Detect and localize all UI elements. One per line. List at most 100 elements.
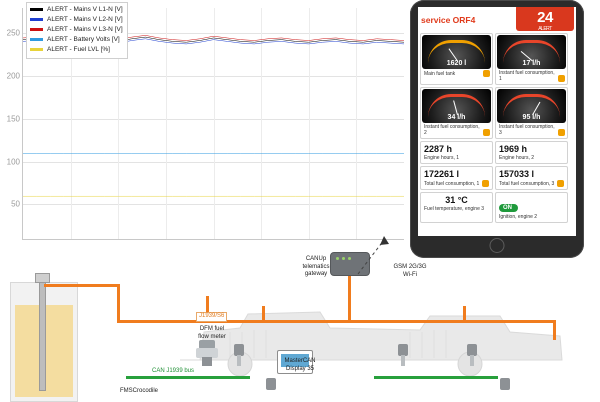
value-caption: Total fuel consumption, 3: [499, 181, 555, 187]
gauge-tile[interactable]: 34 l/h Instant fuel consumption, 2: [420, 87, 493, 139]
gauge-caption: Instant fuel consumption, 3: [499, 124, 555, 136]
gauge-dial-icon: 34 l/h: [422, 89, 491, 123]
fuel-level-probe: [39, 277, 46, 391]
value-tile[interactable]: 172261 l Total fuel consumption, 1: [420, 166, 493, 190]
gridline-v3: [165, 8, 167, 239]
truck-silhouette: [180, 311, 563, 377]
temperature-caption-row: Fuel temperature, engine 3: [424, 206, 489, 212]
can-sensor: [232, 344, 246, 366]
gauge-dial-icon: 95 l/h: [497, 89, 566, 123]
value-number: 1969 h: [499, 144, 528, 154]
gauge-caption: Main fuel tank: [424, 71, 456, 77]
gateway-led-icon: [342, 257, 345, 260]
value-tile[interactable]: 157033 l Total fuel consumption, 3: [495, 166, 568, 190]
value-caption: Engine hours, 2: [499, 155, 535, 161]
chart-legend: ALERT - Mains V L1-N [V] ALERT - Mains V…: [26, 2, 128, 59]
gauge-value: 95 l/h: [522, 114, 541, 121]
clamp-body: [500, 378, 510, 390]
mastercan-label: MasterCAN Display 35: [284, 358, 316, 372]
bus-riser-far-right: [553, 320, 556, 340]
ignition-tile[interactable]: ON Ignition, engine 2: [495, 192, 568, 223]
gauge-tile[interactable]: 95 l/h Instant fuel consumption, 3: [495, 87, 568, 139]
value-number: 2287 h: [424, 144, 453, 154]
clamp-body: [266, 378, 276, 390]
y-tick-50: 50: [11, 199, 20, 209]
legend-swatch-icon: [30, 48, 43, 51]
gauge-tile[interactable]: 1620 l Main fuel tank: [420, 33, 493, 85]
j1939-s6-label: J1939/S6: [196, 312, 228, 322]
sensor-stem: [470, 355, 474, 366]
legend-swatch-icon: [30, 28, 43, 31]
value-caption-row: Engine hours, 2: [499, 155, 564, 161]
gridline-v4: [213, 8, 215, 239]
crocodile-clamp: [498, 378, 512, 400]
gauge-caption-row: Instant fuel consumption, 1: [497, 69, 566, 83]
legend-item: ALERT - Fuel LVL [%]: [30, 45, 123, 54]
legend-label: ALERT - Mains V L3-N [V]: [47, 26, 123, 33]
value-number: 172261 l: [424, 169, 460, 179]
chart-plot-area: 250 200 150 100 50: [7, 8, 404, 240]
gateway-label: CANUp telematics gateway: [302, 256, 330, 277]
dfm-fuel-flow-meter[interactable]: [196, 340, 218, 366]
probe-head-icon: [35, 273, 50, 283]
gauge-dial-icon: 17 l/h: [497, 35, 566, 69]
bus-segment-tank-top: [44, 284, 120, 287]
legend-item: ALERT - Mains V L2-N [V]: [30, 15, 123, 24]
ignition-state-badge: ON: [499, 204, 518, 212]
sensor-stem: [237, 355, 241, 366]
bus-riser-display: [262, 306, 265, 322]
value-tile[interactable]: 1969 h Engine hours, 2: [495, 141, 568, 164]
value-number: 157033 l: [499, 169, 535, 179]
display-screen: [281, 354, 309, 367]
gauge-caption: Instant fuel consumption, 1: [499, 70, 555, 82]
temperature-tile[interactable]: 31 °C Fuel temperature, engine 3: [420, 192, 493, 223]
dfm-label: DFM fuel flow meter: [198, 326, 226, 340]
mastercan-display-35[interactable]: [277, 350, 313, 374]
gauge-tile[interactable]: 17 l/h Instant fuel consumption, 1: [495, 33, 568, 85]
warning-badge-icon: [482, 180, 489, 187]
alert-caption: ALERT: [538, 26, 552, 32]
bus-segment-drop: [117, 284, 120, 322]
bus-main-trunk: [117, 320, 555, 323]
dfm-top: [199, 340, 215, 349]
fms-crocodile-label: FMSCrocodile: [120, 388, 159, 394]
gridline-v1: [70, 8, 72, 239]
dfm-body: [196, 348, 218, 358]
gauge-arc: [503, 94, 560, 117]
bus-riser-sensor-right: [463, 306, 466, 322]
gauge-arc: [428, 94, 485, 117]
y-tick-100: 100: [6, 157, 20, 167]
value-tile[interactable]: 2287 h Engine hours, 1: [420, 141, 493, 164]
service-title: service ORF4: [421, 15, 476, 25]
value-caption: Engine hours, 1: [424, 155, 460, 161]
sensor-stem: [401, 355, 405, 366]
gateway-led-icon: [348, 257, 351, 260]
value-caption-row: Engine hours, 1: [424, 155, 489, 161]
can-sensor: [396, 344, 410, 366]
system-diagram: CANUp telematics gateway GSM 2G/3G Wi-Fi…: [0, 236, 600, 402]
y-tick-150: 150: [6, 114, 20, 124]
temperature-caption: Fuel temperature, engine 3: [424, 206, 485, 212]
ignition-caption: Ignition, engine 2: [499, 214, 538, 220]
ignition-caption-row: Ignition, engine 2: [499, 214, 564, 220]
canup-gateway-device[interactable]: [330, 252, 370, 276]
gateway-led-icon: [336, 257, 339, 260]
gauge-dial-icon: 1620 l: [422, 35, 491, 69]
legend-swatch-icon: [30, 18, 43, 21]
legend-label: ALERT - Battery Volts [V]: [47, 36, 120, 43]
legend-label: ALERT - Mains V L2-N [V]: [47, 16, 123, 23]
sensor-body: [467, 344, 477, 356]
bus-riser-dfm: [206, 296, 209, 322]
y-tick-250: 250: [6, 28, 20, 38]
gauge-caption: Instant fuel consumption, 2: [424, 124, 480, 136]
legend-item: ALERT - Mains V L1-N [V]: [30, 5, 123, 14]
gauge-caption-row: Instant fuel consumption, 2: [422, 123, 491, 137]
value-caption-row: Total fuel consumption, 1: [424, 180, 489, 187]
tablet-home-button[interactable]: [489, 238, 505, 253]
legend-label: ALERT - Fuel LVL [%]: [47, 46, 110, 53]
alert-badge[interactable]: 24 ALERT: [516, 7, 574, 32]
gridline-v5: [261, 8, 263, 239]
crocodile-clamp: [264, 378, 278, 400]
gauge-value: 34 l/h: [447, 114, 466, 121]
tablet-screen[interactable]: service ORF4 24 ALERT 1620 l Main fuel t…: [418, 7, 576, 236]
